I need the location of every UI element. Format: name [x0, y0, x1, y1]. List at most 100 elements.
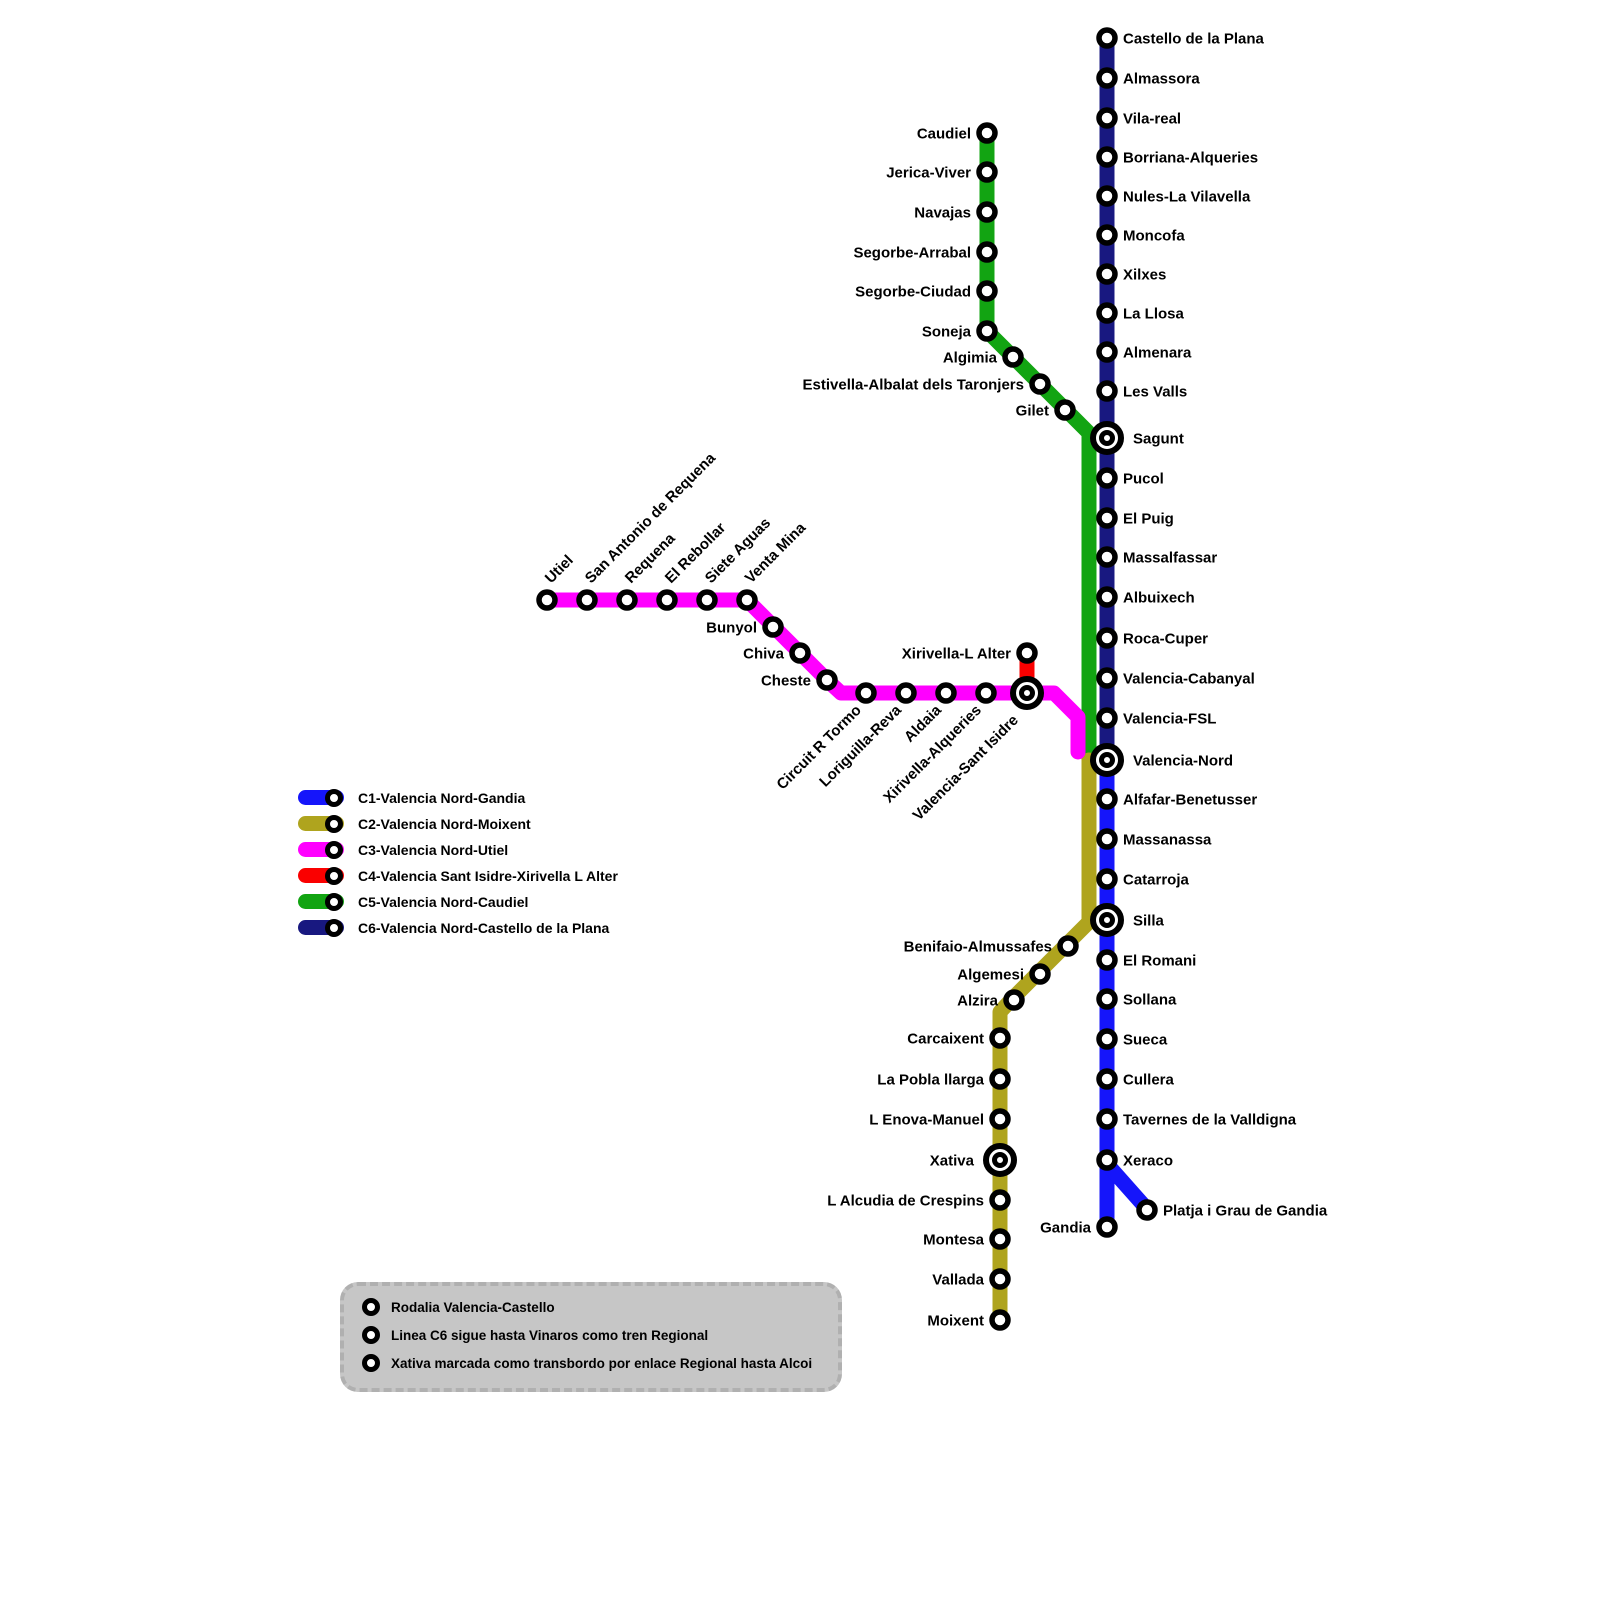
- station-dot: [1002, 346, 1024, 368]
- note-item-2: Linea C6 sigue hasta Vinaros como tren R…: [362, 1326, 812, 1344]
- station-label-benifaio-almussafes: Benifaio-Almussafes: [904, 939, 1052, 956]
- legend-item-c2: C2-Valencia Nord-Moixent: [298, 814, 618, 833]
- station-alfafar-benetusser: Alfafar-Benetusser: [1096, 788, 1257, 810]
- station-dot: [976, 320, 998, 342]
- station-l-enova-manuel: L Enova-Manuel: [869, 1108, 1011, 1130]
- station-la-llosa: La Llosa: [1096, 302, 1185, 324]
- station-label-soneja: Soneja: [922, 324, 972, 341]
- station-label-vallada: Vallada: [932, 1272, 984, 1289]
- station-dot: [1096, 627, 1118, 649]
- station-dot: [1096, 302, 1118, 324]
- station-dot: [536, 589, 558, 611]
- station-dot: [989, 1228, 1011, 1250]
- station-cheste: Cheste: [761, 669, 838, 691]
- station-dot: [1096, 667, 1118, 689]
- station-label-cheste: Cheste: [761, 673, 811, 690]
- station-label-la-llosa: La Llosa: [1123, 306, 1185, 323]
- station-sagunt: Sagunt: [1090, 421, 1184, 455]
- station-tavernes-de-la-valldigna: Tavernes de la Valldigna: [1096, 1108, 1297, 1130]
- station-gilet: Gilet: [1016, 399, 1076, 421]
- station-dot: [1096, 828, 1118, 850]
- legend-line-swatch: [298, 892, 344, 911]
- station-label-cullera: Cullera: [1123, 1072, 1175, 1089]
- station-label-segorbe-arrabal: Segorbe-Arrabal: [853, 245, 971, 262]
- station-dot: [1096, 107, 1118, 129]
- station-dot: [1096, 586, 1118, 608]
- station-la-pobla-llarga: La Pobla llarga: [877, 1068, 1011, 1090]
- station-roca-cuper: Roca-Cuper: [1096, 627, 1208, 649]
- station-sollana: Sollana: [1096, 988, 1177, 1010]
- line-c1-branch: [1099, 1156, 1155, 1217]
- station-vila-real: Vila-real: [1096, 107, 1181, 129]
- legend-line-swatch: [298, 788, 344, 807]
- station-moncofa: Moncofa: [1096, 224, 1185, 246]
- station-dot: [1136, 1199, 1158, 1221]
- legend-line-swatch: [298, 814, 344, 833]
- station-label-estivella-albalat-dels-taronjers: Estivella-Albalat dels Taronjers: [803, 377, 1024, 394]
- station-dot: [696, 589, 718, 611]
- station-dot: [816, 669, 838, 691]
- station-alzira: Alzira: [957, 989, 1025, 1011]
- station-marker-icon: [362, 1354, 380, 1372]
- station-caudiel: Caudiel: [917, 122, 998, 144]
- interchange-inner-ring: [1099, 912, 1115, 928]
- station-label-roca-cuper: Roca-Cuper: [1123, 631, 1208, 648]
- station-castello-de-la-plana: Castello de la Plana: [1096, 27, 1265, 49]
- station-dot: [989, 1309, 1011, 1331]
- legend-item-c4: C4-Valencia Sant Isidre-Xirivella L Alte…: [298, 866, 618, 885]
- station-label-gandia: Gandia: [1040, 1220, 1092, 1237]
- line-c5: [979, 125, 1097, 768]
- interchange-inner-ring: [1019, 685, 1035, 701]
- station-vallada: Vallada: [932, 1268, 1011, 1290]
- station-dot: [989, 1068, 1011, 1090]
- station-label-tavernes-de-la-valldigna: Tavernes de la Valldigna: [1123, 1112, 1297, 1129]
- station-dot: [1096, 788, 1118, 810]
- station-dot: [1096, 380, 1118, 402]
- station-el-puig: El Puig: [1096, 507, 1174, 529]
- station-label-segorbe-ciudad: Segorbe-Ciudad: [855, 284, 971, 301]
- note-text: Linea C6 sigue hasta Vinaros como tren R…: [391, 1327, 709, 1343]
- station-label-gilet: Gilet: [1016, 403, 1049, 420]
- station-label-xirivella-l-alter: Xirivella-L Alter: [902, 646, 1011, 663]
- station-label-bunyol: Bunyol: [706, 620, 757, 637]
- station-dot: [1029, 373, 1051, 395]
- station-dot: [1096, 1149, 1118, 1171]
- station-valencia-nord: Valencia-Nord: [1090, 743, 1233, 777]
- station-label-utiel: Utiel: [542, 552, 577, 587]
- legend-line-swatch: [298, 866, 344, 885]
- station-dot: [935, 682, 957, 704]
- station-label-montesa: Montesa: [923, 1232, 985, 1249]
- station-el-romani: El Romani: [1096, 949, 1196, 971]
- legend-label: C4-Valencia Sant Isidre-Xirivella L Alte…: [358, 867, 618, 884]
- station-label-massalfassar: Massalfassar: [1123, 550, 1217, 567]
- station-marker-icon: [325, 840, 343, 859]
- legend-label: C2-Valencia Nord-Moixent: [358, 815, 531, 832]
- station-dot: [656, 589, 678, 611]
- station-marker-icon: [325, 788, 343, 807]
- station-massalfassar: Massalfassar: [1096, 546, 1217, 568]
- station-label-carcaixent: Carcaixent: [907, 1031, 984, 1048]
- station-dot: [976, 161, 998, 183]
- station-bunyol: Bunyol: [706, 616, 784, 638]
- station-valencia-fsl: Valencia-FSL: [1096, 707, 1216, 729]
- station-carcaixent: Carcaixent: [907, 1027, 1011, 1049]
- station-platja-i-grau-de-gandia: Platja i Grau de Gandia: [1136, 1199, 1328, 1221]
- station-silla: Silla: [1090, 903, 1165, 937]
- station-dot: [616, 589, 638, 611]
- station-navajas: Navajas: [914, 201, 998, 223]
- station-label-valencia-cabanyal: Valencia-Cabanyal: [1123, 671, 1255, 688]
- station-marker-icon: [325, 814, 343, 833]
- station-label-l-alcudia-de-crespins: L Alcudia de Crespins: [827, 1193, 984, 1210]
- station-label-el-romani: El Romani: [1123, 953, 1196, 970]
- station-label-chiva: Chiva: [743, 646, 785, 663]
- note-text: Rodalia Valencia-Castello: [391, 1299, 555, 1315]
- station-dot: [1096, 1028, 1118, 1050]
- note-item-1: Rodalia Valencia-Castello: [362, 1298, 812, 1316]
- station-marker-icon: [362, 1326, 380, 1344]
- station-almassora: Almassora: [1096, 67, 1200, 89]
- station-marker-icon: [325, 866, 343, 885]
- station-dot: [1016, 642, 1038, 664]
- station-dot: [976, 122, 998, 144]
- station-label-silla: Silla: [1133, 913, 1165, 930]
- station-dot: [736, 589, 758, 611]
